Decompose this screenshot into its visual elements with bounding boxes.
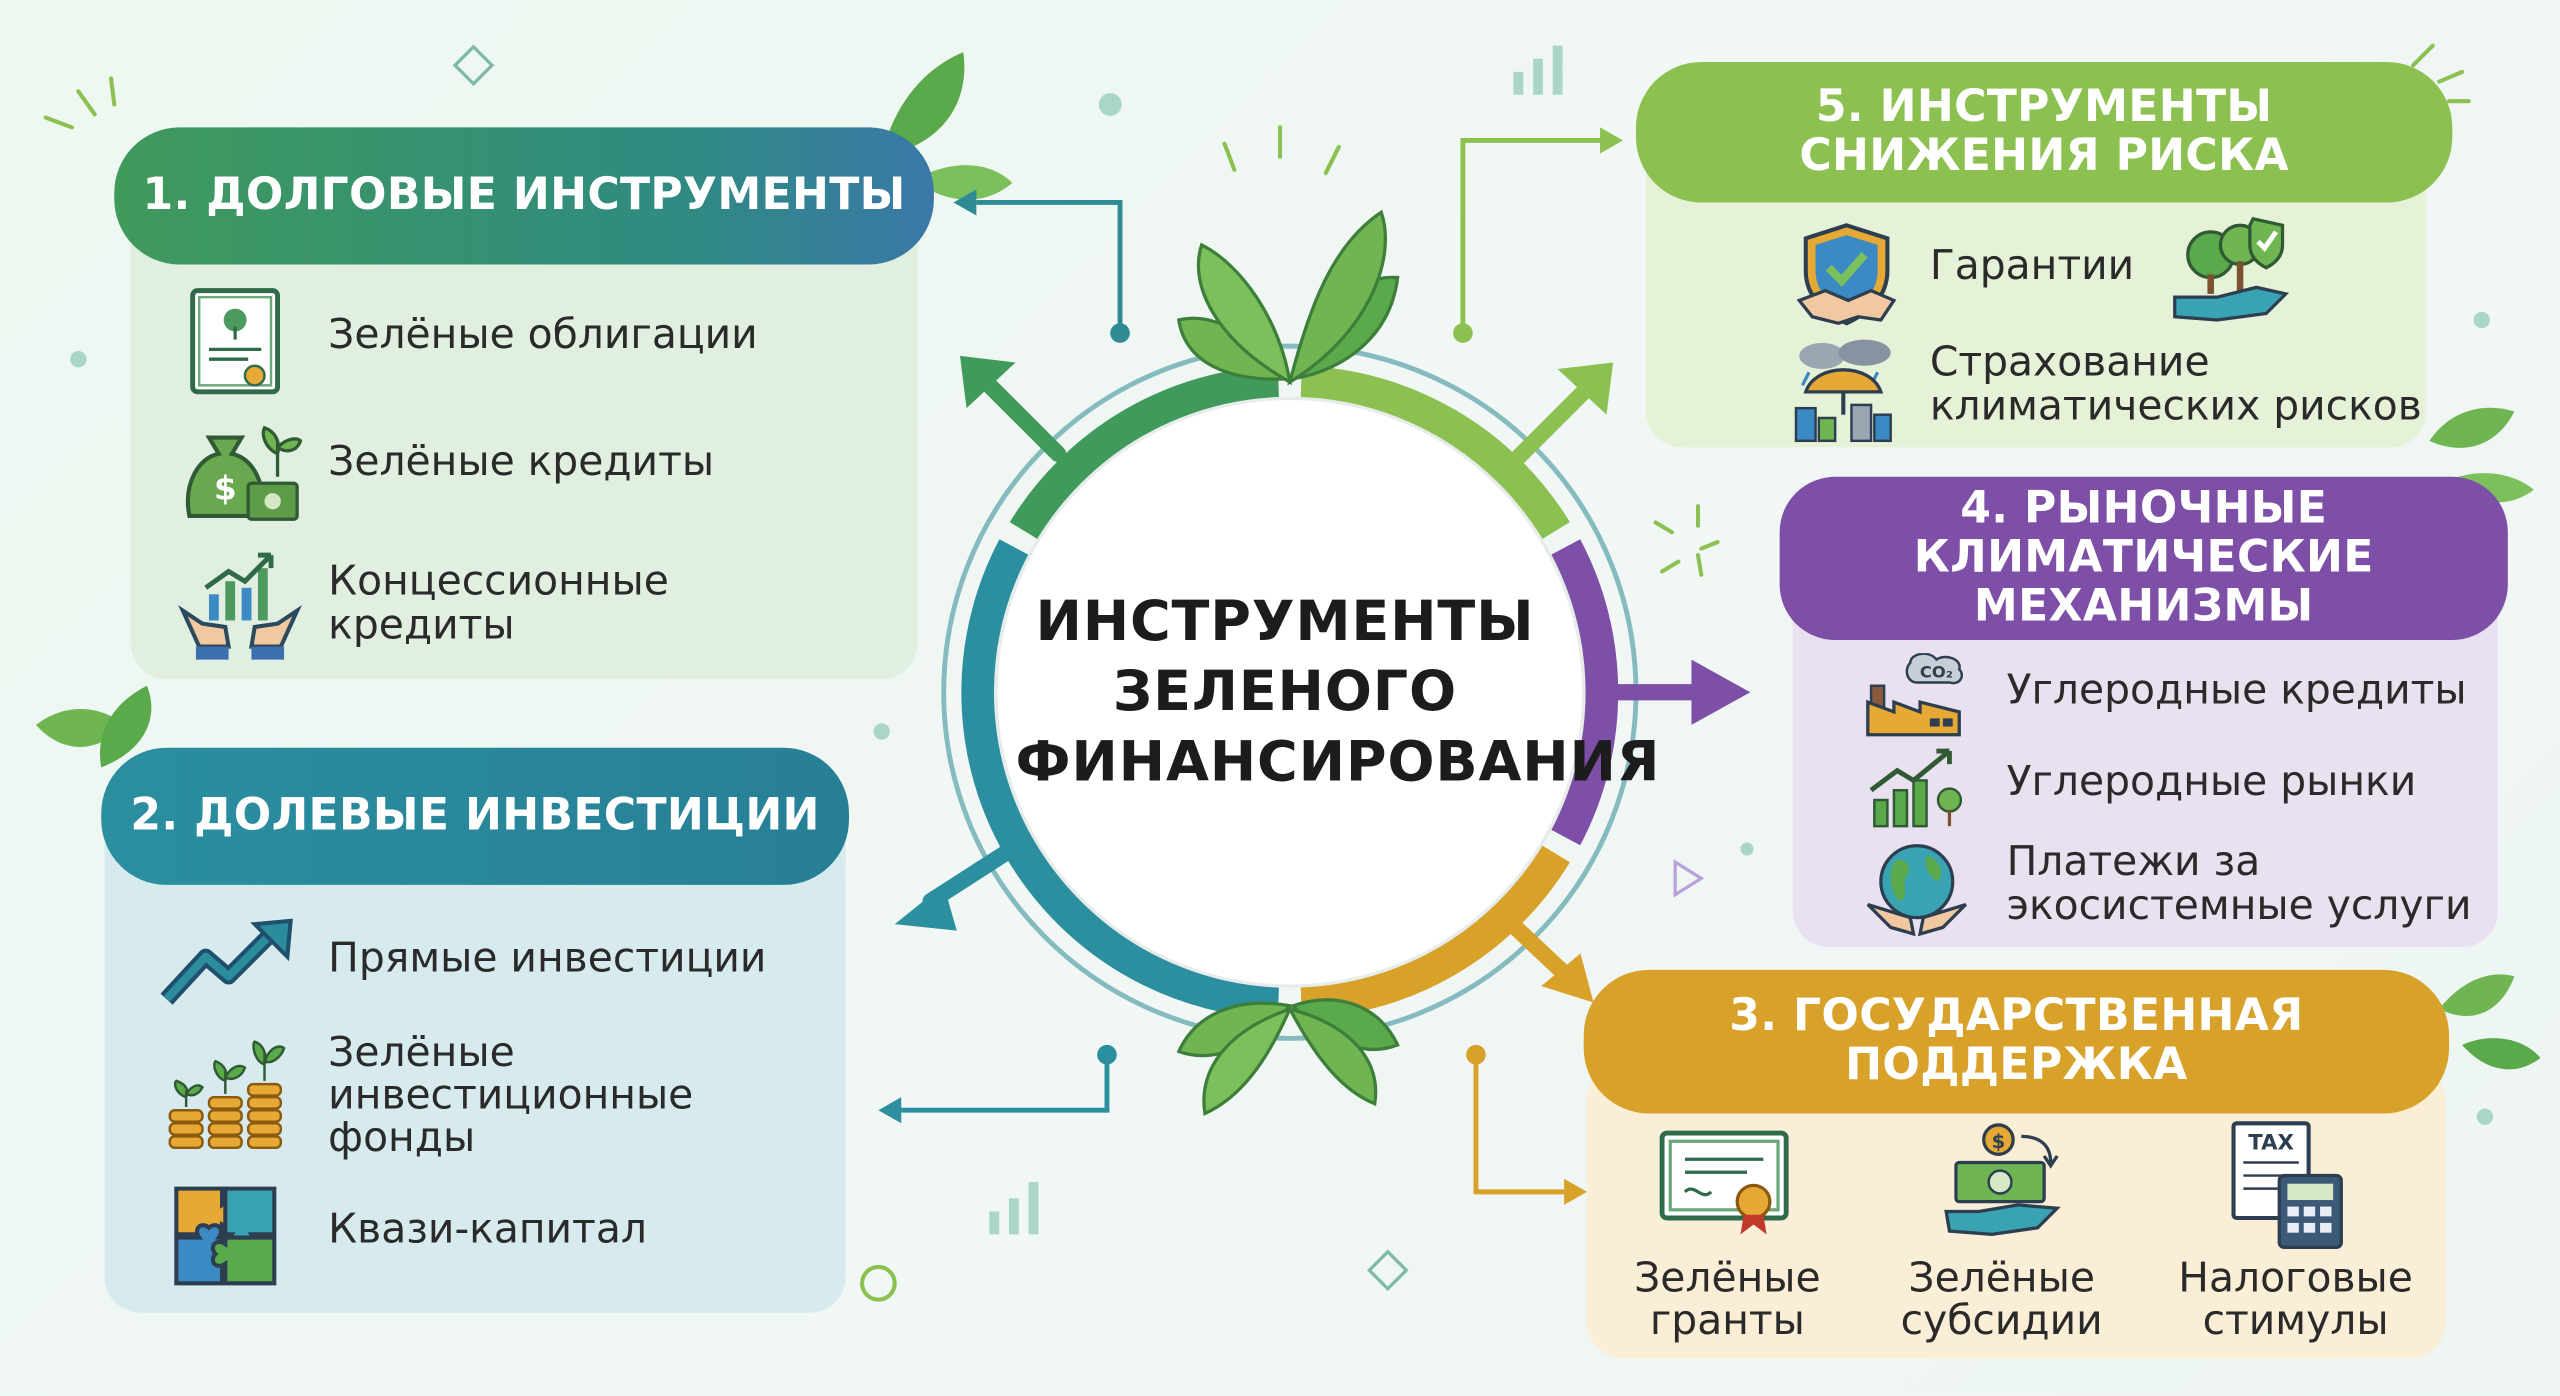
money-bag-plant-icon: $ [186, 425, 303, 521]
state-item-tax-incentives: Налоговые стимулы [2178, 1253, 2413, 1345]
tax-calculator-icon: TAX [2231, 1121, 2343, 1250]
state-title: 3. ГОСУДАРСТВЕННАЯ ПОДДЕРЖКА [1583, 969, 2450, 1114]
trend-arrow-icon [160, 918, 293, 1005]
coin-stacks-plant-icon [168, 1040, 286, 1150]
svg-text:$: $ [1992, 1130, 2006, 1153]
puzzle-icon [174, 1186, 277, 1286]
market-title: 4. РЫНОЧНЫЕ КЛИМАТИЧЕСКИЕ МЕХАНИЗМЫ [1779, 476, 2508, 641]
state-item-green-subsidies: Зелёные субсидии [1900, 1253, 2103, 1345]
debt-title: 1. ДОЛГОВЫЕ ИНСТРУМЕНТЫ [114, 127, 934, 265]
subsidy-hand-icon: $ [1944, 1123, 2061, 1236]
market-item-carbon-markets: Углеродные рынки [2006, 757, 2417, 805]
equity-item-direct-investment: Прямые инвестиции [328, 933, 767, 982]
equity-item-green-funds: Зелёные инвестиционные фонды [328, 1028, 694, 1161]
risk-item-climate-insurance: Страхование климатических рисков [1929, 337, 2422, 430]
globe-hands-icon [1866, 844, 1967, 937]
center-title: ИНСТРУМЕНТЫ ЗЕЛЕНОГО ФИНАНСИРОВАНИЯ [1015, 589, 1661, 796]
market-item-carbon-credits: Углеродные кредиты [2006, 666, 2467, 714]
growth-chart-icon [1869, 748, 1963, 828]
arc-gold [1300, 845, 1570, 1019]
debt-item-concession-loans: Концессионные кредиты [328, 556, 669, 649]
state-item-green-grants: Зелёные гранты [1634, 1253, 1821, 1345]
arc-lightgreen [1300, 365, 1570, 540]
svg-text:TAX: TAX [2248, 1130, 2294, 1155]
equity-item-quasi-equity: Квази-капитал [328, 1204, 647, 1253]
debt-item-green-loans: Зелёные кредиты [328, 437, 715, 485]
equity-title: 2. ДОЛЕВЫЕ ИНВЕСТИЦИИ [101, 747, 850, 885]
debt-item-green-bonds: Зелёные облигации [328, 310, 758, 358]
risk-title: 5. ИНСТРУМЕНТЫ СНИЖЕНИЯ РИСКА [1635, 62, 2453, 203]
sprout-bottom [1176, 998, 1400, 1116]
certificate-icon [190, 288, 281, 395]
svg-text:CO₂: CO₂ [1920, 663, 1953, 682]
grant-certificate-icon [1659, 1130, 1789, 1235]
market-item-ecosystem-payments: Платежи за экосистемные услуги [2006, 837, 2472, 930]
svg-text:$: $ [214, 470, 237, 508]
risk-item-guarantees: Гарантии [1929, 241, 2135, 289]
factory-co2-icon: CO₂ [1866, 653, 1964, 737]
arc-green [1009, 365, 1280, 540]
umbrella-city-icon [1794, 339, 1892, 443]
sprout-top [1176, 209, 1400, 386]
hands-chart-icon [178, 552, 302, 660]
shield-handshake-icon [1796, 223, 1897, 326]
trees-hand-icon [2173, 216, 2290, 322]
